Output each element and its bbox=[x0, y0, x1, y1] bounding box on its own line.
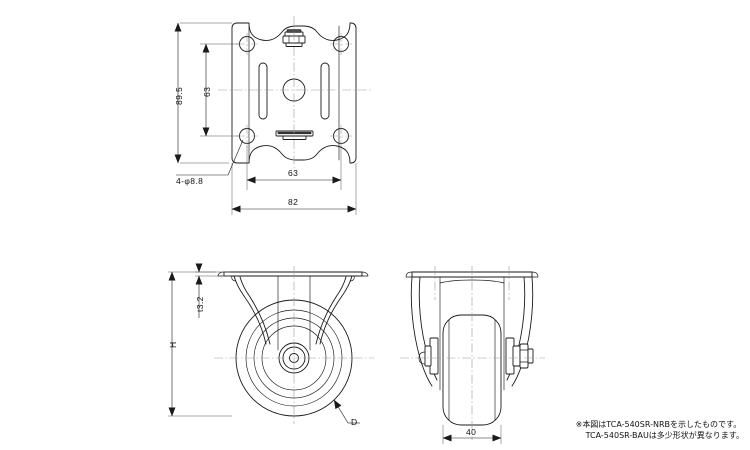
dim-label-hole-pitch-horizontal: 63 bbox=[288, 168, 299, 178]
axle-left bbox=[418, 337, 439, 375]
slot-right bbox=[320, 62, 330, 120]
dimension-tread-width bbox=[442, 425, 502, 444]
slot-left bbox=[258, 62, 268, 120]
side-mounting-plate bbox=[223, 271, 363, 277]
plate-inner-panel bbox=[248, 25, 340, 161]
front-view-centerlines bbox=[400, 266, 545, 440]
fork-leg-left-outer bbox=[233, 275, 267, 345]
axle-right bbox=[505, 337, 534, 375]
side-plate-right-curl bbox=[361, 271, 369, 277]
dimension-hole-pitch-horizontal bbox=[246, 146, 342, 190]
dimension-overall-width bbox=[231, 163, 357, 215]
fork-tab-left bbox=[231, 275, 237, 282]
drawing-note: ※本図はTCA-540SR-NRBを示したものです。 TCA-540SR-BAU… bbox=[576, 419, 744, 442]
dimension-total-height bbox=[168, 271, 232, 417]
note-line-1: ※本図はTCA-540SR-NRBを示したものです。 bbox=[575, 419, 742, 429]
note-line-2: TCA-540SR-BAUは多少形状が異なります。 bbox=[585, 431, 744, 441]
dim-label-bolt-holes: 4-φ8.8 bbox=[176, 176, 204, 186]
dim-label-total-height: H bbox=[168, 341, 178, 348]
front-plate-right-curl bbox=[531, 271, 539, 278]
front-plate-left-curl bbox=[405, 271, 413, 278]
side-elevation-view bbox=[168, 263, 374, 424]
dimension-hole-pitch-vertical bbox=[200, 43, 239, 137]
plate-outline bbox=[231, 22, 357, 164]
front-bracket-web bbox=[439, 276, 505, 391]
bottom-fastener-assembly bbox=[275, 130, 314, 140]
bolt-hole-centerlines bbox=[236, 33, 352, 147]
dim-label-hole-pitch-vertical: 63 bbox=[202, 86, 212, 97]
dim-label-tread-width: 40 bbox=[466, 427, 477, 437]
dimension-overall-height bbox=[174, 22, 232, 164]
leader-wheel-diameter bbox=[333, 399, 360, 424]
fork-leg-right-inner bbox=[315, 276, 347, 345]
plate-centerlines bbox=[218, 16, 372, 170]
fork-leg-right-outer bbox=[319, 275, 353, 345]
front-elevation-view bbox=[400, 266, 545, 444]
bracket-wall-left-outer bbox=[410, 276, 433, 387]
fork-tab-right bbox=[349, 275, 355, 282]
front-bracket-web-top bbox=[439, 279, 505, 284]
leader-bolt-holes bbox=[176, 139, 244, 176]
dim-label-overall-width: 82 bbox=[288, 197, 299, 207]
dim-label-plate-thickness: t3.2 bbox=[195, 296, 205, 312]
side-plate-left-curl bbox=[217, 271, 225, 277]
top-plate-view bbox=[174, 16, 372, 215]
dim-label-overall-height: 89.5 bbox=[174, 86, 184, 105]
fork-leg-left-inner bbox=[239, 276, 271, 345]
side-view-centerlines bbox=[214, 266, 374, 424]
bracket-wall-right-outer bbox=[511, 276, 534, 387]
dim-label-wheel-diameter: D bbox=[351, 417, 358, 427]
